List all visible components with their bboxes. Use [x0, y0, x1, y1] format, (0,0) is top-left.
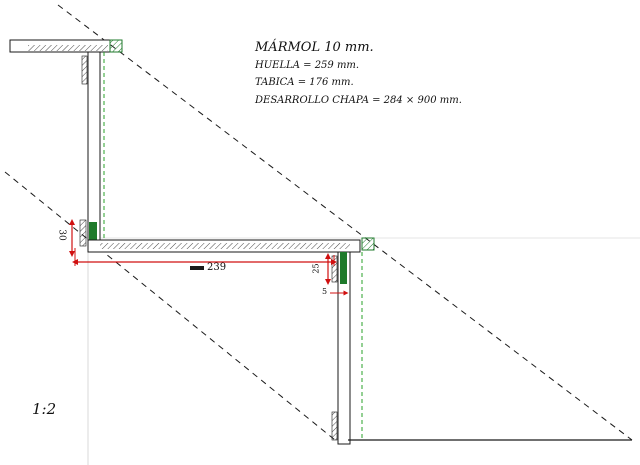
- lower-riser-green-block: [340, 252, 347, 284]
- pitch-line-lower: [4, 171, 336, 441]
- dimension-tread-label-mark: [190, 266, 204, 270]
- upper-riser-foot-hatch: [79, 219, 87, 247]
- upper-riser: [87, 51, 101, 248]
- upper-riser-green-block: [89, 222, 97, 248]
- upper-tread-hatch: [28, 45, 108, 51]
- dimension-right-height-label: 25: [311, 263, 321, 274]
- lower-riser-foot-hatch: [331, 411, 338, 441]
- dimension-gap-label: 5: [322, 287, 328, 296]
- dimension-tread-width-label: 239: [207, 262, 227, 273]
- note-huella: HUELLA = 259 mm.: [255, 60, 360, 71]
- note-desarrollo: DESARROLLO CHAPA = 284 × 900 mm.: [255, 95, 462, 106]
- note-marmol: MÁRMOL 10 mm.: [255, 40, 374, 55]
- upper-nosing-green: [109, 39, 123, 53]
- scale-label: 1:2: [32, 400, 57, 418]
- note-tabica: TABICA = 176 mm.: [255, 77, 354, 88]
- dimension-left-height-label: 30: [56, 229, 67, 241]
- middle-nosing-green: [361, 237, 375, 251]
- middle-tread-hatch: [100, 243, 350, 249]
- upper-riser-hatch: [81, 55, 88, 85]
